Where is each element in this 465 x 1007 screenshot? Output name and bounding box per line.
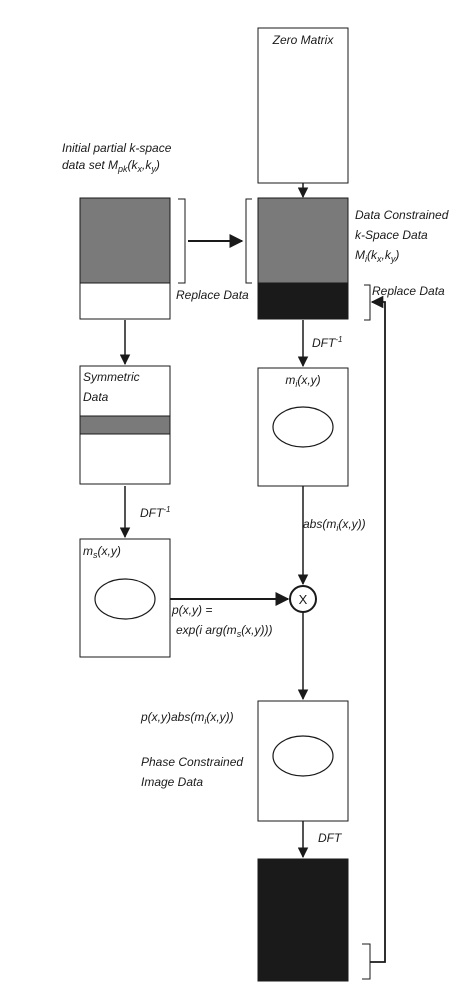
- dft-inverse-right-label: DFT-1: [312, 335, 342, 350]
- mi-ellipse: [272, 406, 334, 448]
- replace-data-left-label: Replace Data: [176, 288, 249, 302]
- initial-data-box-gray: [79, 197, 171, 284]
- multiply-symbol: X: [299, 592, 308, 607]
- feedback-loop-line: [370, 295, 386, 963]
- abs-mi-label: abs(mi(x,y)): [303, 517, 366, 533]
- symmetric-label-line2: Data: [83, 390, 109, 404]
- symmetric-label-line1: Symmetric: [83, 370, 140, 384]
- zero-matrix-box: [257, 27, 349, 184]
- ms-ellipse: [94, 578, 156, 620]
- mi-label: mi(x,y): [285, 373, 320, 389]
- dft-label: DFT: [318, 831, 343, 845]
- pabs-label: p(x,y)abs(mi(x,y)): [140, 710, 234, 726]
- symmetric-box-band: [79, 415, 171, 435]
- zero-matrix-label: Zero Matrix: [272, 33, 335, 47]
- phase-ellipse: [272, 735, 334, 777]
- bracket-output-right: [362, 943, 371, 980]
- bracket-initial-right: [178, 198, 186, 284]
- bracket-constrained-right: [364, 284, 371, 321]
- phase-label-line2: Image Data: [141, 775, 203, 789]
- constrained-label-line3: Mi(kx,ky): [355, 248, 399, 264]
- initial-kspace-label-line1: Initial partial k-space: [62, 141, 172, 155]
- constrained-label-line2: k-Space Data: [355, 228, 428, 242]
- phase-label-line1: Phase Constrained: [141, 755, 243, 769]
- output-kspace-box: [257, 858, 349, 982]
- constrained-box-black: [257, 282, 349, 320]
- ms-label: ms(x,y): [83, 544, 121, 560]
- bracket-constrained-left: [245, 198, 252, 284]
- pxy-label-line1: p(x,y) =: [171, 603, 212, 617]
- dft-inverse-left-label: DFT-1: [140, 505, 170, 520]
- constrained-box-gray: [257, 197, 349, 284]
- replace-data-right-label: Replace Data: [372, 284, 445, 298]
- pxy-label-line2: exp(i arg(ms(x,y))): [176, 623, 273, 639]
- constrained-label-line1: Data Constrained: [355, 208, 449, 222]
- initial-data-box-white: [79, 282, 171, 320]
- initial-kspace-label-line2: data set Mpk(kx,ky): [62, 158, 160, 174]
